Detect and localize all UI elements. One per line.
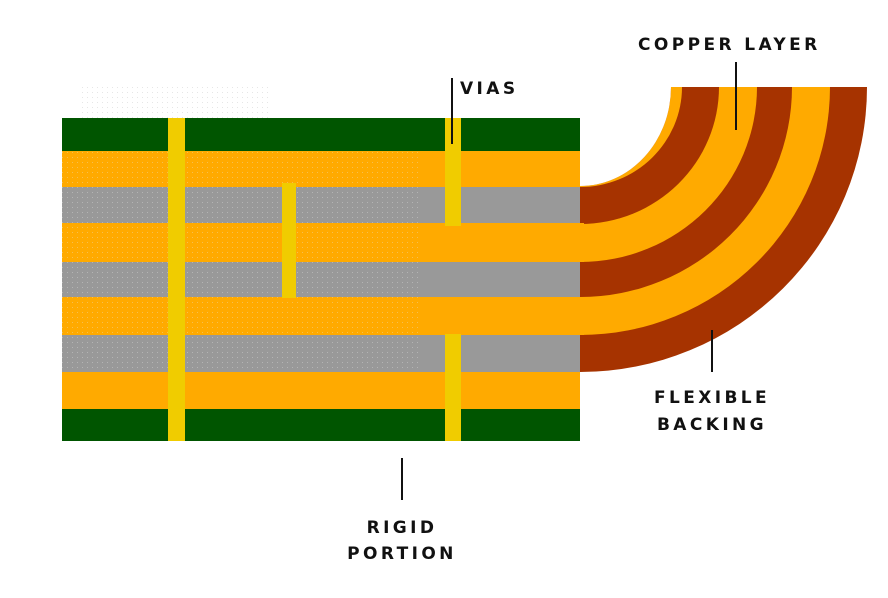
flex-trace-1: [580, 223, 584, 262]
copper-layer-4: [62, 372, 580, 409]
copper-layer-label: COPPER LAYER: [638, 35, 821, 55]
via-blind-buried: [282, 183, 296, 298]
solder-mask-bottom: [62, 409, 580, 441]
via-through-hole: [168, 118, 185, 441]
flex-inner-cutout: [580, 87, 671, 186]
flex-trace-2: [580, 297, 584, 335]
via-blind-bottom: [445, 334, 461, 441]
via-blind-top: [445, 118, 461, 226]
solder-mask-top: [62, 118, 580, 151]
vias: [168, 118, 461, 441]
flex-bend: [580, 87, 867, 372]
flexible-backing-label-line1: FLEXIBLE: [654, 388, 770, 408]
rigid-portion-label-line2: PORTION: [347, 544, 457, 564]
rigid-portion-label-line1: RIGID: [367, 518, 438, 538]
dot-texture-body: [62, 151, 422, 372]
vias-label: VIAS: [460, 79, 518, 99]
dot-texture-top: [80, 86, 270, 118]
flexible-backing-label-line2: BACKING: [657, 415, 767, 435]
